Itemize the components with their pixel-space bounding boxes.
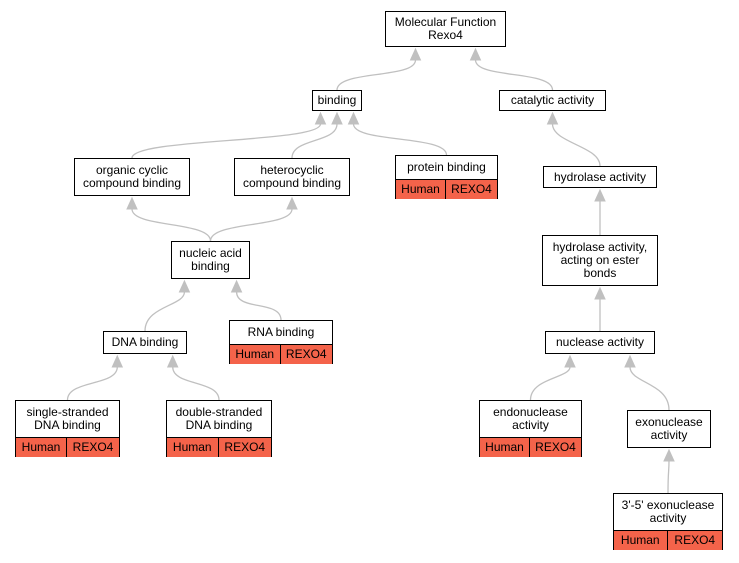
annotation-species: Human <box>401 182 440 196</box>
edge-arrowhead <box>594 286 606 300</box>
edge-arrowhead <box>178 279 191 293</box>
go-term-label: binding <box>317 93 357 107</box>
go-term-label: 3'-5' exonuclease activity <box>621 498 715 525</box>
annotation-gene: REXO4 <box>445 180 497 199</box>
go-term-label: double-stranded DNA binding <box>175 405 263 432</box>
annotation-row: Human REXO4 <box>167 437 271 457</box>
edge-line <box>172 366 220 401</box>
edge-line <box>667 460 670 494</box>
annotation-gene: REXO4 <box>217 438 272 457</box>
go-term-node[interactable]: exonuclease activity <box>627 410 711 448</box>
edge-line <box>131 208 212 242</box>
go-term-label: endonuclease activity <box>493 405 568 432</box>
edge-arrowhead <box>230 279 243 293</box>
go-term-label: organic cyclic compound binding <box>82 163 182 190</box>
edge-arrowhead <box>594 188 606 202</box>
annotation-gene: REXO4 <box>66 438 119 457</box>
edge-arrowhead <box>564 354 576 368</box>
edge-arrowhead <box>286 196 298 210</box>
edge-line <box>209 208 293 242</box>
edge-line <box>336 59 417 91</box>
go-term-label: nucleic acid binding <box>179 246 242 273</box>
annotation-species: Human <box>620 533 660 547</box>
edge-line <box>551 123 601 167</box>
annotation-row: Human REXO4 <box>396 179 497 199</box>
annotation-row: Human REXO4 <box>230 344 332 364</box>
edge-line <box>144 291 186 332</box>
annotation-gene: REXO4 <box>666 531 723 550</box>
edge-arrowhead <box>347 111 360 125</box>
edge-line <box>474 59 554 91</box>
go-term-node[interactable]: organic cyclic compound binding <box>74 158 190 196</box>
edge-arrowhead <box>331 111 343 125</box>
go-term-label: DNA binding <box>111 335 179 349</box>
edge-line <box>529 366 571 401</box>
go-term-label: hydrolase activity, acting on ester bond… <box>552 240 648 280</box>
go-term-label: RNA binding <box>247 325 315 339</box>
annotation-gene: REXO4 <box>529 438 581 457</box>
edge-line <box>629 366 670 411</box>
annotation-species: Human <box>172 440 212 454</box>
go-term-node[interactable]: hydrolase activity, acting on ester bond… <box>542 235 658 286</box>
go-term-node[interactable]: heterocyclic compound binding <box>234 158 350 196</box>
go-term-node[interactable]: nuclease activity <box>545 331 655 354</box>
go-term-node[interactable]: DNA binding <box>103 331 187 354</box>
go-term-node[interactable]: Molecular Function Rexo4 <box>385 11 506 47</box>
edge-arrowhead <box>469 47 482 61</box>
go-term-label: heterocyclic compound binding <box>242 163 342 190</box>
annotation-gene: REXO4 <box>279 345 333 364</box>
go-term-node[interactable]: nucleic acid binding <box>171 241 250 279</box>
edge-arrowhead <box>111 354 124 368</box>
edge-arrowhead <box>409 47 422 61</box>
go-term-label: Molecular Function Rexo4 <box>394 15 497 42</box>
annotation-species: Human <box>235 347 275 361</box>
annotation-row: Human REXO4 <box>16 437 119 457</box>
edge-line <box>66 366 118 401</box>
annotation-row: Human REXO4 <box>480 437 581 457</box>
annotation-species: Human <box>21 440 61 454</box>
go-term-label: single-stranded DNA binding <box>26 405 109 432</box>
go-term-node[interactable]: hydrolase activity <box>543 166 657 188</box>
go-term-label: nuclease activity <box>555 335 645 349</box>
go-term-label: hydrolase activity <box>553 169 647 184</box>
go-term-node[interactable]: binding <box>312 90 362 111</box>
edge-line <box>131 123 322 159</box>
edge-line <box>291 123 338 159</box>
annotation-species: Human <box>485 440 524 454</box>
edge-arrowhead <box>663 448 675 462</box>
go-term-label: exonuclease activity <box>635 415 703 442</box>
edge-arrowhead <box>624 354 636 368</box>
go-term-label: protein binding <box>407 160 486 174</box>
edge-arrowhead <box>126 196 138 210</box>
go-term-label: catalytic activity <box>510 93 595 107</box>
edge-line <box>352 123 448 156</box>
edge-arrowhead <box>166 354 179 368</box>
edge-arrowhead <box>314 111 327 125</box>
edge-line <box>235 291 282 321</box>
edge-arrowhead <box>546 111 559 125</box>
annotation-row: Human REXO4 <box>614 530 722 550</box>
go-term-node[interactable]: catalytic activity <box>499 90 606 111</box>
